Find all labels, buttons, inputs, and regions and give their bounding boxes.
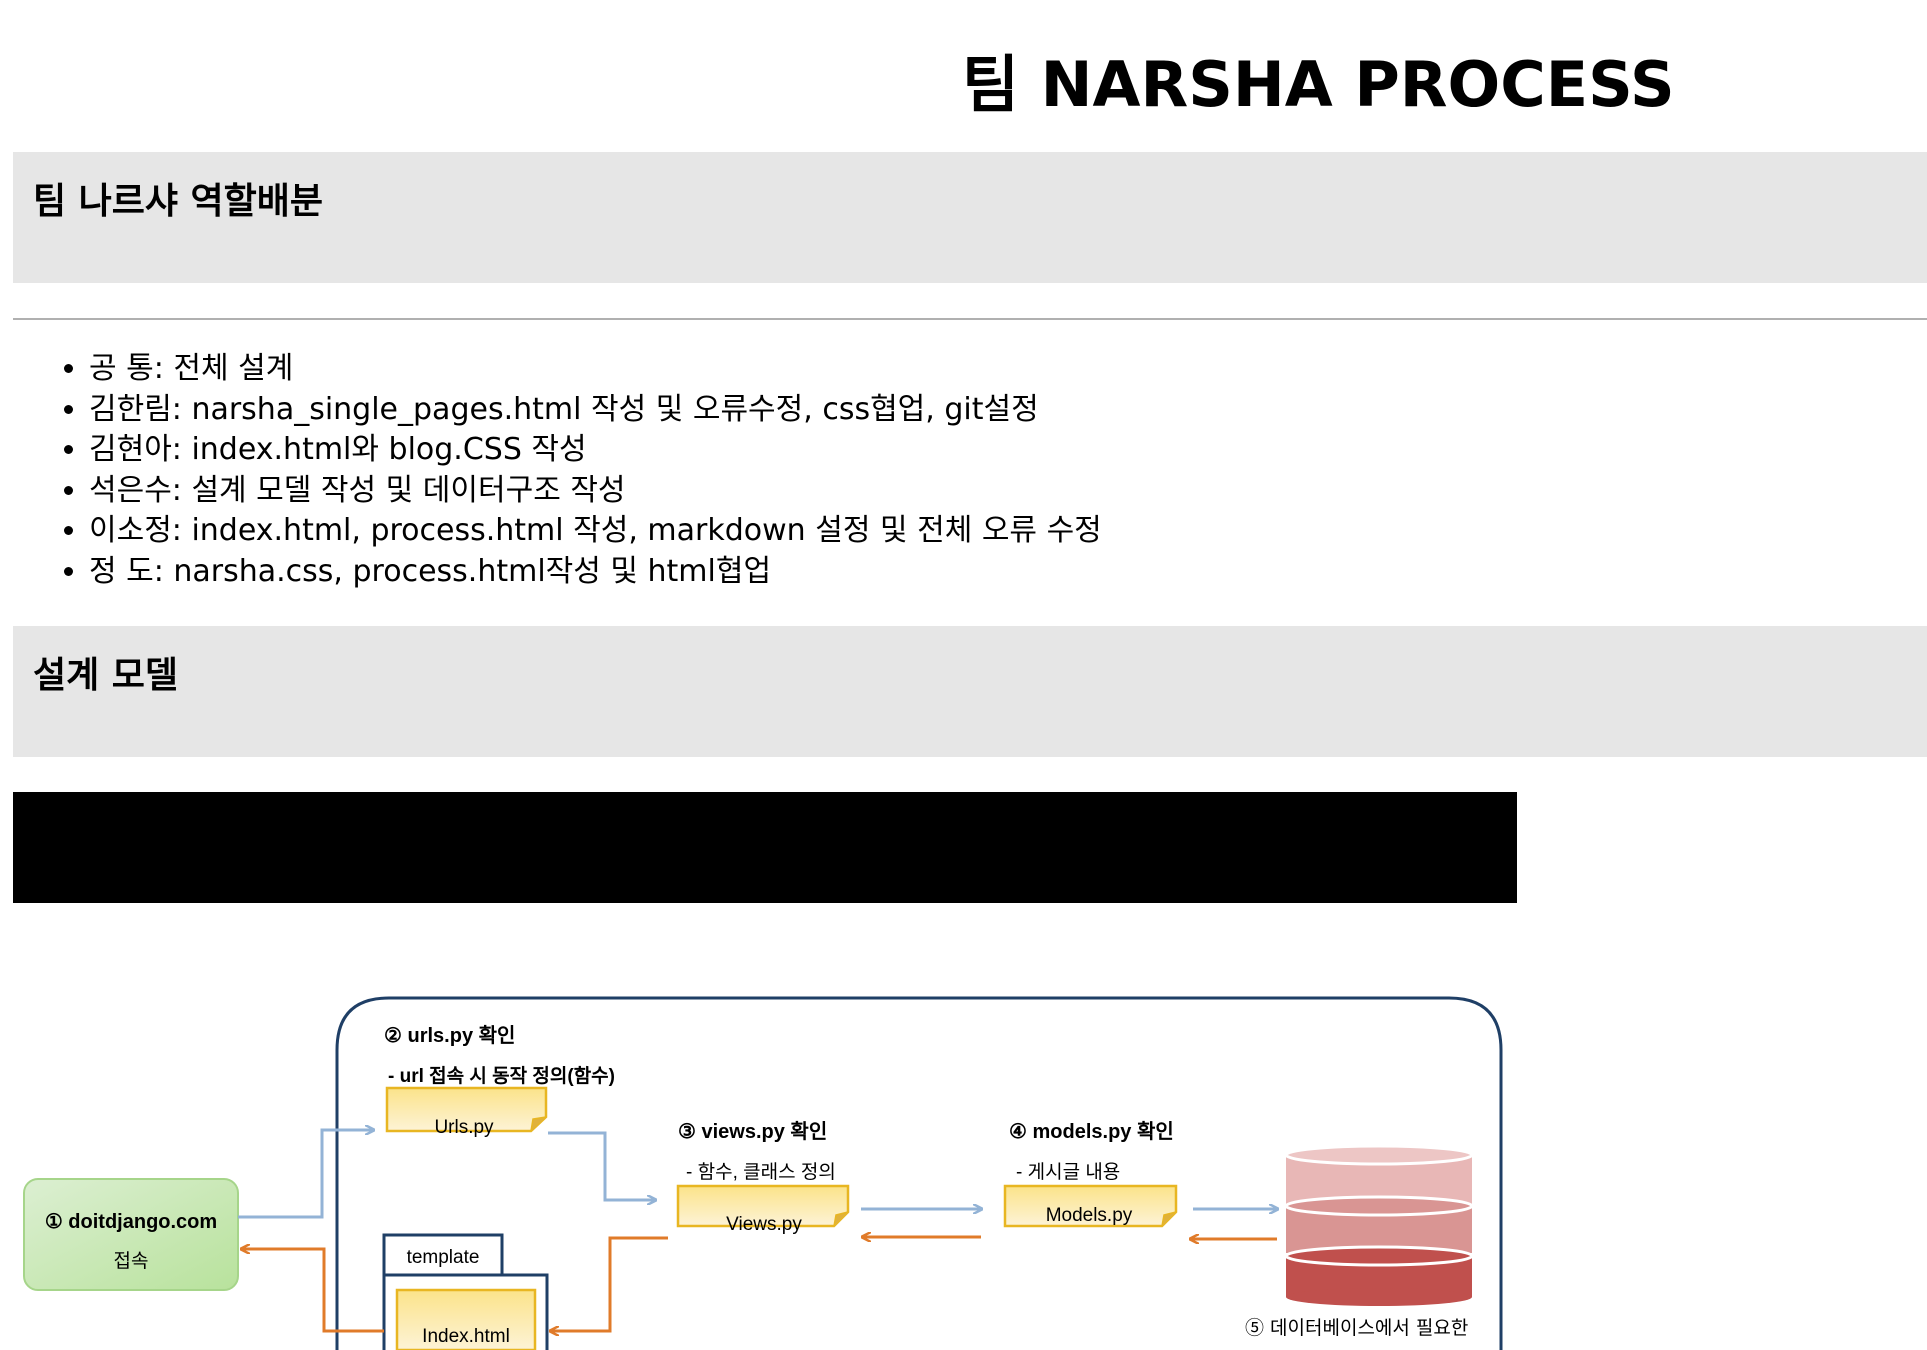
page-title: 팀 NARSHA PROCESS bbox=[962, 48, 1675, 121]
arrow-urls-to-views bbox=[548, 1131, 655, 1200]
roles-heading: 팀 나르샤 역할배분 bbox=[33, 181, 324, 222]
roles-section-header: 팀 나르샤 역할배분 bbox=[13, 152, 1927, 283]
models-note: Models.py bbox=[1003, 1184, 1178, 1228]
models-step-label: ④ models.py 확인 bbox=[1009, 1119, 1174, 1143]
template-box: template Index.html bbox=[382, 1233, 549, 1350]
urls-step-label: ② urls.py 확인 bbox=[384, 1023, 515, 1047]
role-item: 김현아: index.html와 blog.CSS 작성 bbox=[89, 430, 1102, 471]
views-desc: - 함수, 클래스 정의 bbox=[686, 1161, 836, 1183]
role-list: 공 통: 전체 설계 김한림: narsha_single_pages.html… bbox=[50, 349, 1102, 592]
client-box: ① doitdjango.com 접속 bbox=[23, 1178, 239, 1291]
role-item: 이소정: index.html, process.html 작성, markdo… bbox=[89, 511, 1102, 552]
design-heading: 설계 모델 bbox=[33, 655, 179, 696]
role-item: 공 통: 전체 설계 bbox=[89, 349, 1102, 390]
models-file-label: Models.py bbox=[1046, 1205, 1133, 1226]
role-item: 정 도: narsha.css, process.html작성 및 html협업 bbox=[89, 552, 1102, 593]
design-model-diagram: ① doitdjango.com 접속 ② urls.py 확인 - url 접… bbox=[23, 996, 1503, 1350]
views-file-label: Views.py bbox=[726, 1214, 802, 1235]
database-caption: ⑤ 데이터베이스에서 필요한 bbox=[1245, 1317, 1468, 1339]
arrow-client-to-urls bbox=[238, 1130, 373, 1219]
urls-note: Urls.py bbox=[385, 1086, 548, 1138]
arrow-template-to-client bbox=[242, 1249, 384, 1333]
server-frame bbox=[335, 996, 1503, 1350]
client-label: ① doitdjango.com bbox=[45, 1211, 217, 1233]
divider bbox=[13, 318, 1927, 320]
template-file-label: Index.html bbox=[422, 1326, 510, 1347]
role-item: 김한림: narsha_single_pages.html 작성 및 오류수정,… bbox=[89, 390, 1102, 431]
arrow-views-to-template bbox=[551, 1236, 668, 1331]
views-step-label: ③ views.py 확인 bbox=[678, 1119, 827, 1143]
template-tab-label: template bbox=[407, 1247, 480, 1268]
design-section-header: 설계 모델 bbox=[13, 626, 1927, 757]
views-note: Views.py bbox=[676, 1184, 850, 1235]
urls-desc: - url 접속 시 동작 정의(함수) bbox=[388, 1065, 615, 1087]
urls-file-label: Urls.py bbox=[434, 1117, 494, 1138]
role-item: 석은수: 설계 모델 작성 및 데이터구조 작성 bbox=[89, 471, 1102, 512]
database-icon bbox=[1284, 1144, 1474, 1306]
client-sublabel: 접속 bbox=[114, 1250, 149, 1272]
models-desc: - 게시글 내용 bbox=[1016, 1161, 1120, 1183]
redacted-band bbox=[13, 792, 1517, 903]
